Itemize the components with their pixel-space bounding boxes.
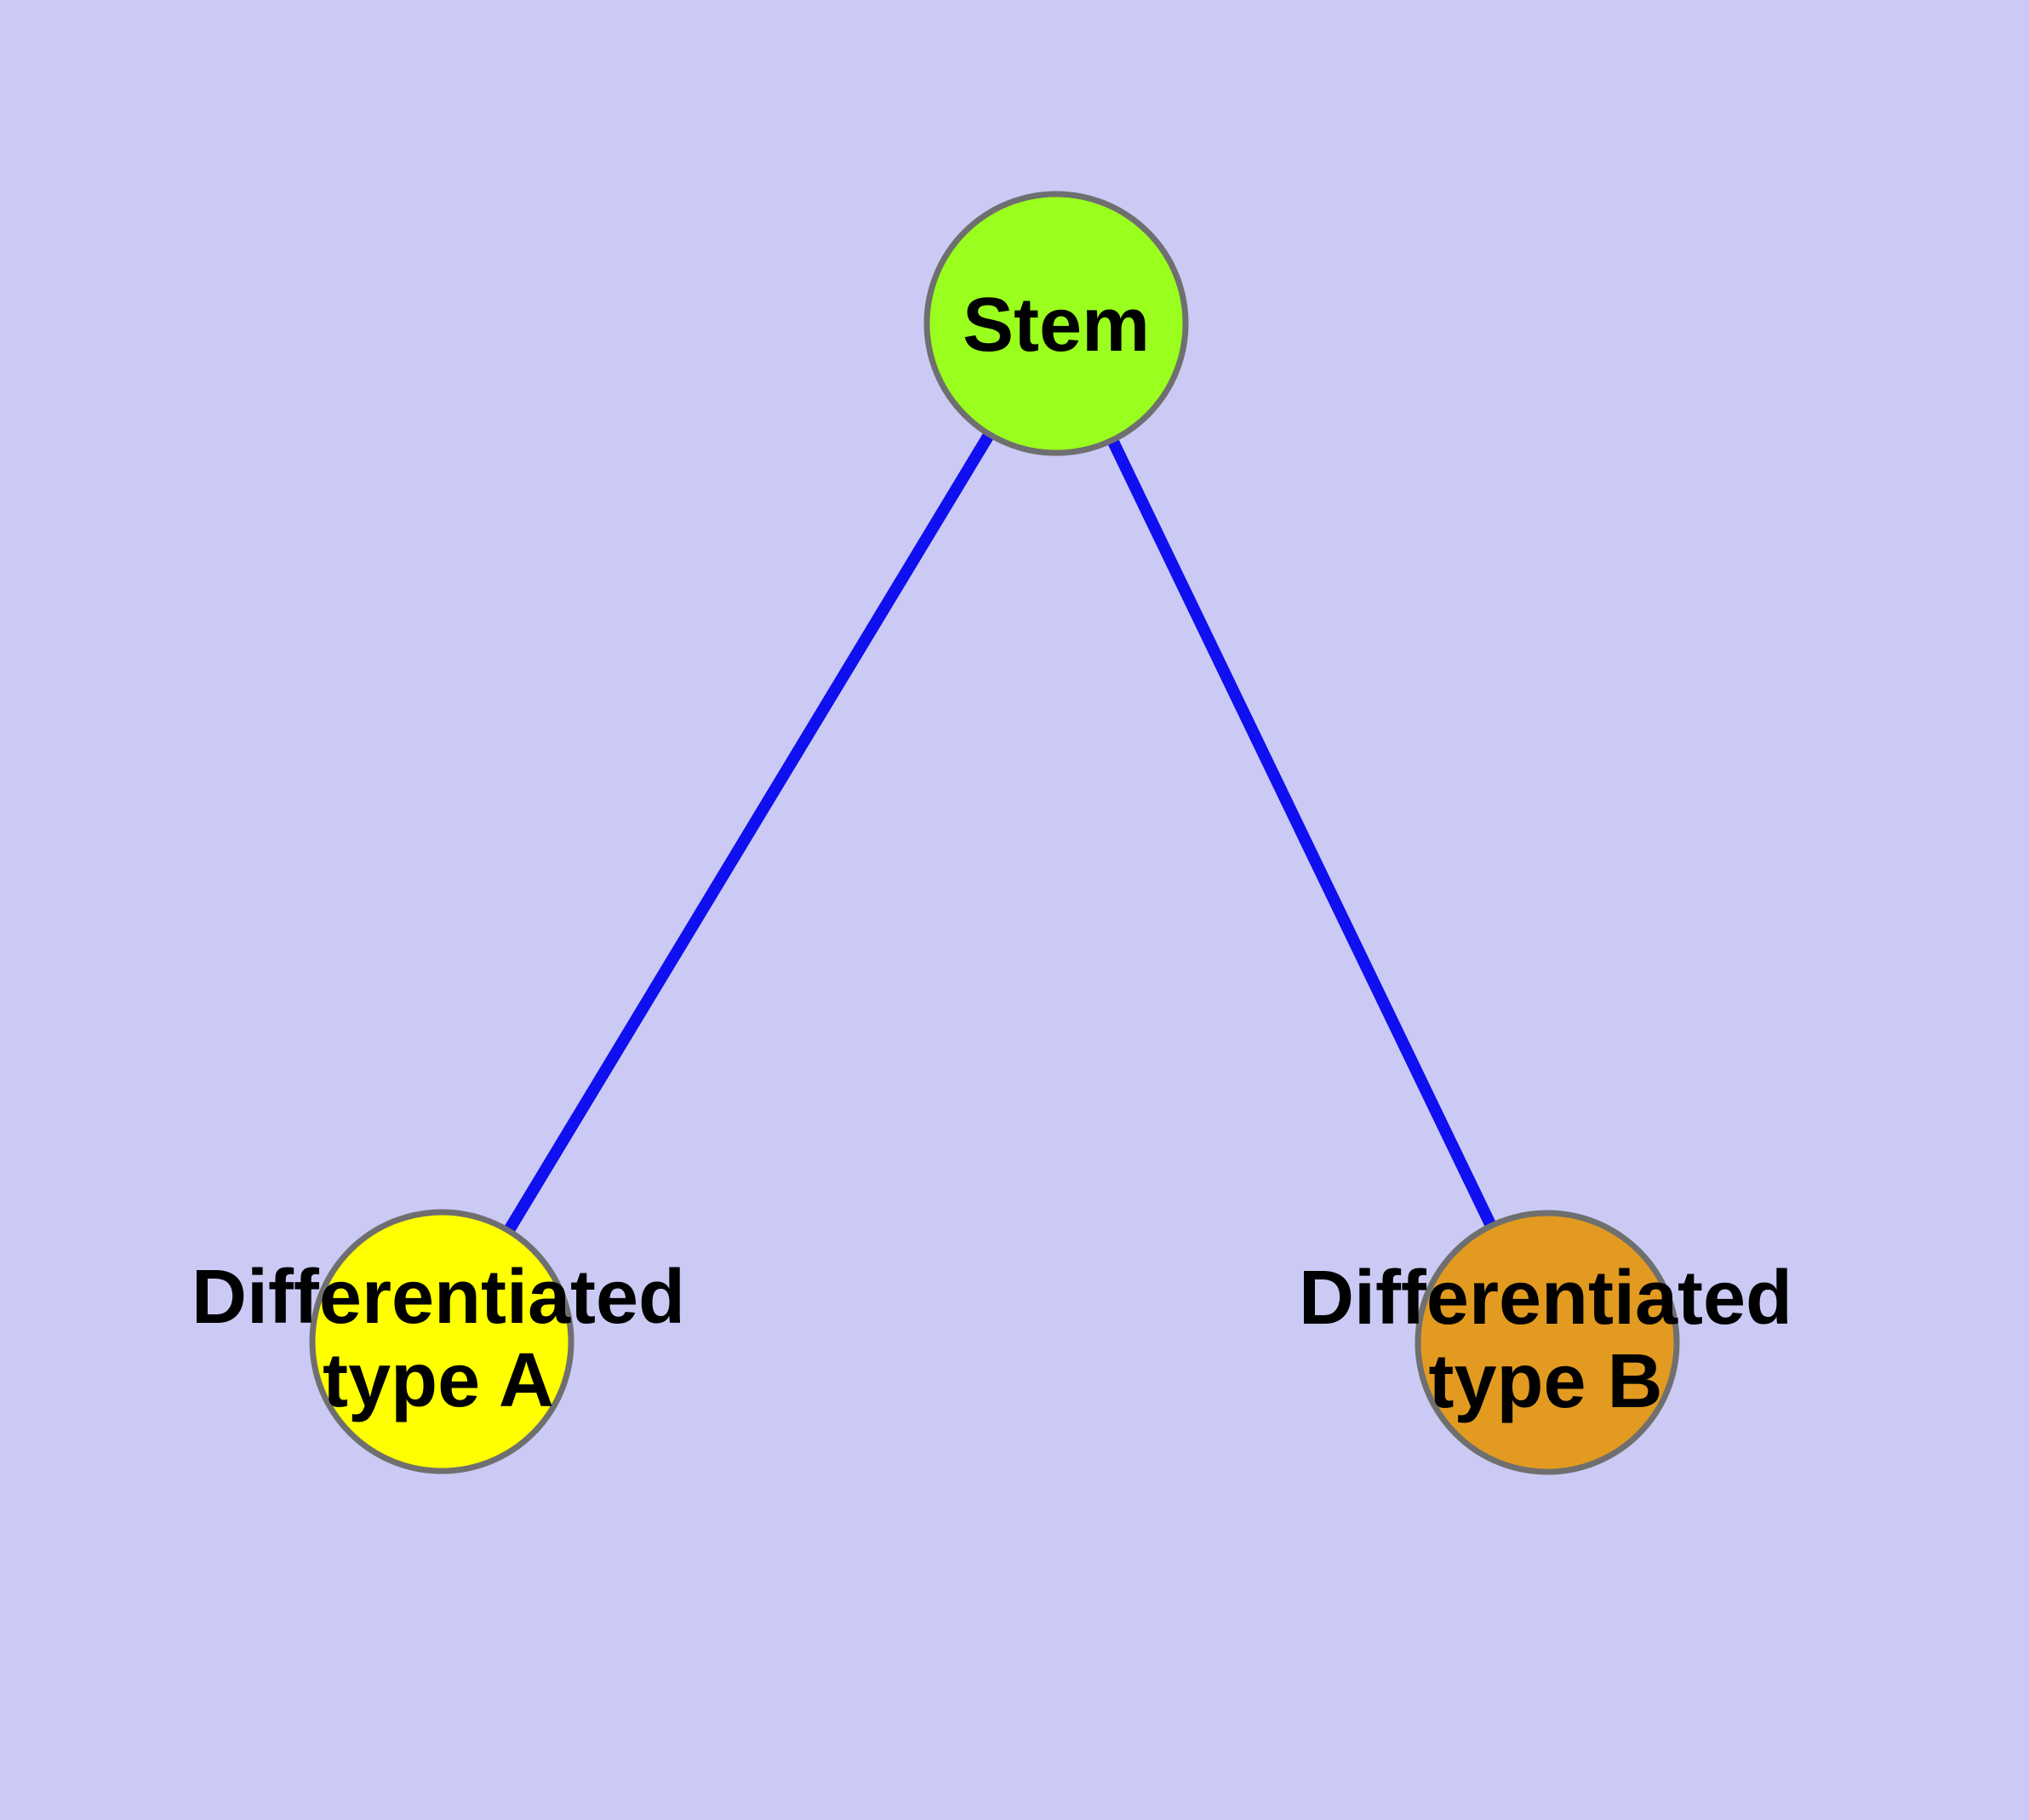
node-type-b-label-line2: type B (1428, 1339, 1662, 1424)
edge-stem-to-type-b (1050, 320, 1553, 1346)
node-stem-label: Stem (963, 283, 1150, 368)
node-type-b-label-line1: Differentiated (1299, 1256, 1792, 1341)
edge-stem-to-type-a (437, 320, 1061, 1345)
node-type-a-label-line1: Differentiated (191, 1255, 685, 1340)
node-stem (923, 191, 1189, 456)
node-type-a-label-line2: type A (323, 1338, 554, 1423)
node-differentiated-type-b (1415, 1210, 1680, 1475)
node-differentiated-type-a (309, 1209, 574, 1474)
